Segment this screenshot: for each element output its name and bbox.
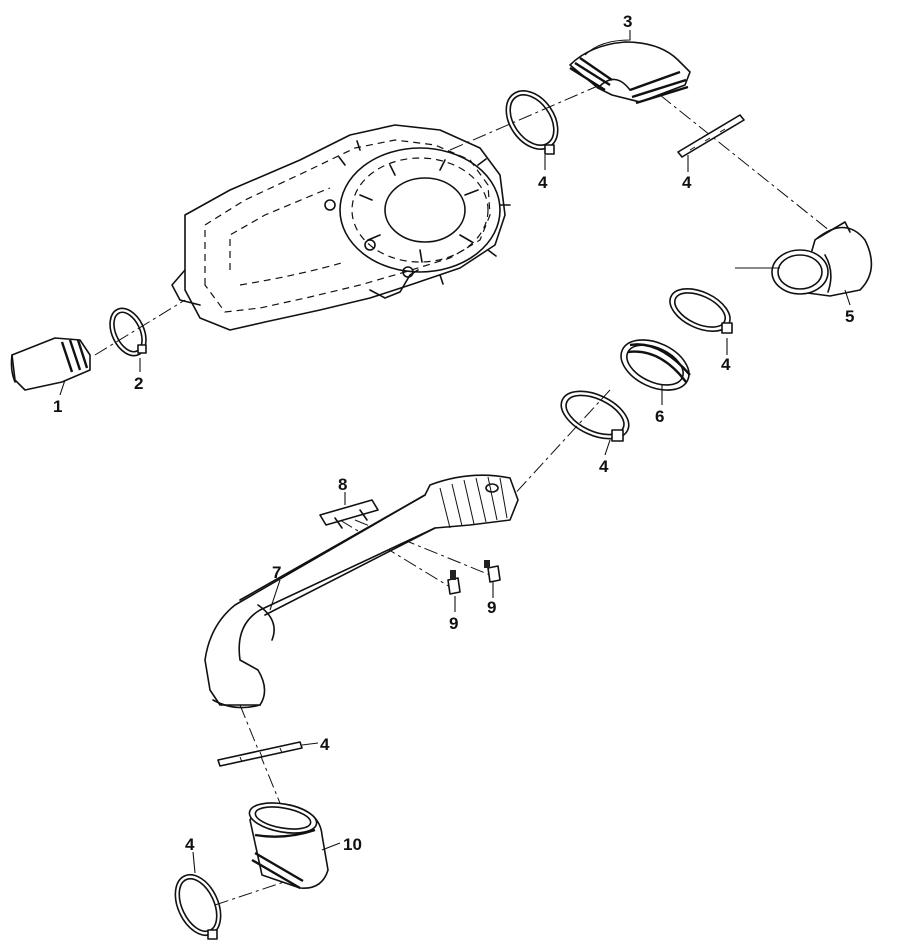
callout-6: 6 [655,407,664,426]
part-4-strap-clamp [677,114,745,158]
callout-4: 4 [599,457,609,476]
callout-labels: 1 2 3 4 4 4 4 4 4 5 6 7 8 9 9 10 [53,12,854,854]
callout-2: 2 [134,374,143,393]
part-8-bracket [319,499,379,529]
callout-4: 4 [538,173,548,192]
part-4-clamp-mid-right [669,288,733,334]
leader-lines [59,30,851,874]
callout-8: 8 [338,475,347,494]
callout-10: 10 [343,835,362,854]
part-3-elbow-duct [569,41,691,105]
part-4-clamp-middle [560,390,630,442]
callout-4: 4 [320,735,330,754]
callout-4: 4 [682,173,692,192]
part-5-elbow-duct [771,221,873,297]
callout-3: 3 [623,12,632,31]
callout-7: 7 [272,563,281,582]
cvt-cover-housing [171,124,511,331]
part-6-coupling [620,339,691,391]
callout-4: 4 [185,835,195,854]
part-4-clamp-bottom [174,873,222,940]
callout-5: 5 [845,307,854,326]
part-7-main-duct [204,474,519,709]
callout-9: 9 [487,598,496,617]
callout-9: 9 [449,614,458,633]
callout-1: 1 [53,397,62,416]
part-4-clamp-top [505,90,559,155]
part-1-inlet-duct [10,337,91,391]
part-9-bolt-right [484,560,501,583]
callout-4: 4 [721,355,731,374]
part-4-strap-lower [217,741,303,767]
part-10-elbow-connector [248,802,329,890]
assembly-axis-lines [94,84,836,906]
part-2-clamp [109,307,147,357]
part-9-bolt-left [447,570,461,595]
